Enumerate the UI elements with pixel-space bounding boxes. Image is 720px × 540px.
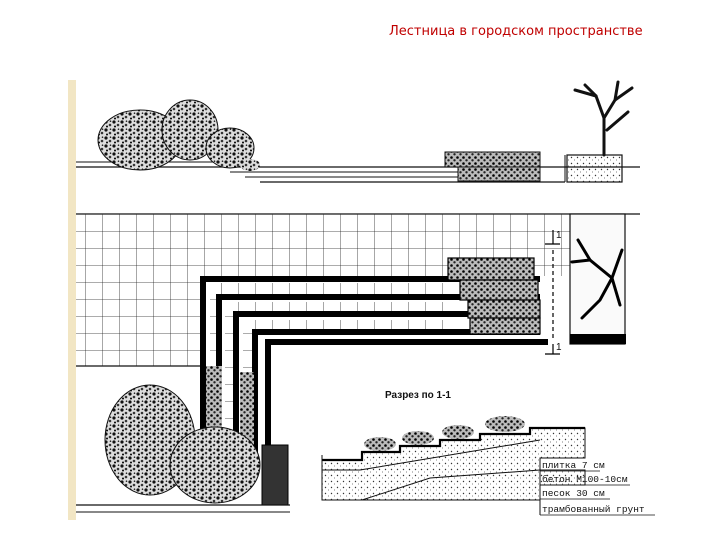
slide-title: Лестница в городском пространстве <box>389 24 643 39</box>
layer-label-3: песок 30 см <box>542 488 605 499</box>
section-marker-bottom: 1 <box>556 342 562 353</box>
elevation-view <box>76 80 640 183</box>
section-marker-top: 1 <box>556 230 562 241</box>
plan-view: 1 1 <box>76 213 640 513</box>
section-view: Разрез по 1-1 плитка 7 см бетон М100-10с… <box>321 390 655 516</box>
layer-label-4: трамбованный грунт <box>542 504 645 515</box>
layer-label-1: плитка 7 см <box>542 460 605 471</box>
layer-label-2: бетон М100-10см <box>542 474 628 485</box>
section-title: Разрез по 1-1 <box>385 390 451 401</box>
layer-legend: плитка 7 см бетон М100-10см песок 30 см … <box>539 458 655 516</box>
frame-strip <box>68 80 76 520</box>
